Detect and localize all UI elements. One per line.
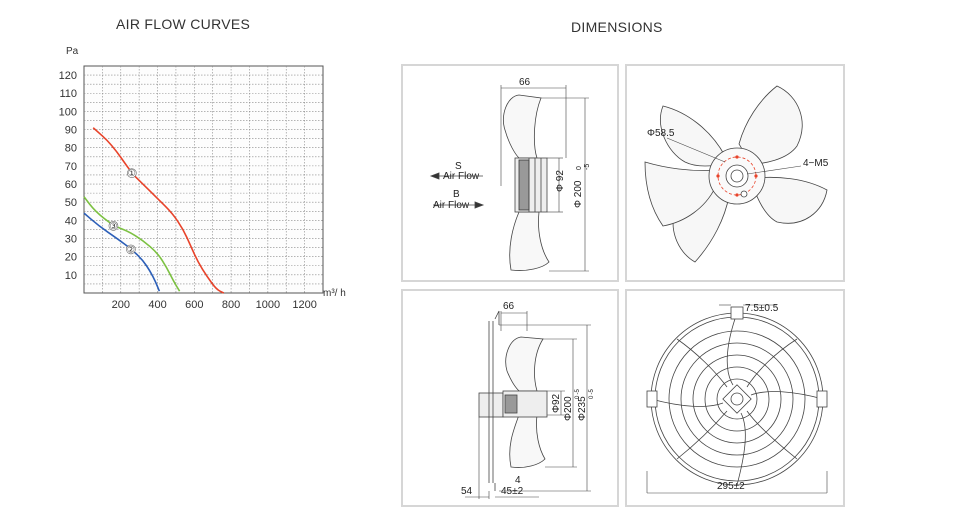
b-airflow-label: Air Flow bbox=[433, 200, 470, 211]
series-label-2: ② bbox=[127, 244, 135, 254]
dimensions-title: DIMENSIONS bbox=[571, 19, 663, 35]
gap-label: 45±2 bbox=[501, 486, 524, 497]
y-tick-label: 120 bbox=[59, 70, 77, 82]
x-tick-label: 1200 bbox=[292, 299, 316, 311]
y-tick-label: 110 bbox=[59, 88, 77, 100]
guard-outer-tol: 0 -5 bbox=[589, 388, 595, 399]
side-hub-label: Φ 92 bbox=[555, 170, 566, 192]
series-marker-1 bbox=[127, 168, 137, 178]
y-tick-label: 20 bbox=[65, 252, 77, 264]
y-axis-label: Pa bbox=[66, 46, 79, 57]
x-axis-label: m³/ h bbox=[323, 288, 346, 299]
series-label-3: ③ bbox=[109, 221, 117, 231]
series-label-1: ① bbox=[128, 168, 136, 178]
x-tick-label: 400 bbox=[148, 299, 166, 311]
guard-depth-label: 66 bbox=[503, 301, 515, 312]
guard-hub-label: Φ92 bbox=[551, 393, 562, 413]
guard-width-label: 295±2 bbox=[717, 481, 745, 492]
s-airflow-label: Air Flow bbox=[443, 171, 480, 182]
guard-dia-label: Φ200 bbox=[563, 396, 574, 421]
guard-front-panel: 7.5±0.5 295±2 bbox=[625, 289, 845, 507]
y-tick-label: 70 bbox=[65, 161, 77, 173]
plot-area bbox=[83, 65, 324, 294]
chart-ticks: 200 400 600 800 1000 1200 10 20 30 40 50 60 70 80 90 10… bbox=[59, 70, 317, 311]
y-tick-label: 30 bbox=[65, 234, 77, 246]
guard-side-panel: 66 Φ92 Φ200 0 -5 Φ235 0 -5 54 4 45±2 bbox=[401, 289, 619, 507]
x-tick-label: 800 bbox=[222, 299, 240, 311]
y-tick-label: 10 bbox=[65, 270, 77, 282]
x-tick-label: 200 bbox=[112, 299, 130, 311]
side-dia-tol-up: 0 bbox=[576, 166, 583, 170]
motor-length-label: 54 bbox=[461, 486, 473, 497]
y-tick-label: 50 bbox=[65, 197, 77, 209]
y-tick-label: 80 bbox=[65, 143, 77, 155]
b-label: B bbox=[453, 189, 460, 200]
guard-side-drawing bbox=[465, 310, 591, 499]
y-tick-label: 60 bbox=[65, 179, 77, 191]
s-label: S bbox=[455, 161, 462, 172]
airflow-curves-title: AIR FLOW CURVES bbox=[116, 16, 251, 32]
series-line-1 bbox=[92, 127, 225, 294]
side-dia-tol-down: -5 bbox=[584, 164, 591, 170]
side-view-drawing bbox=[429, 85, 589, 272]
bore-label: Φ58.5 bbox=[647, 128, 675, 139]
frame-thk-label: 4 bbox=[515, 475, 521, 486]
side-view-panel: 66 Φ 92 Φ 200 0 -5 S Air Flow B Air Flow bbox=[401, 64, 619, 282]
side-depth-label: 66 bbox=[519, 77, 531, 88]
front-view-drawing bbox=[644, 85, 828, 263]
front-view-panel: Φ58.5 4−M5 bbox=[625, 64, 845, 282]
airflow-chart: 200 400 600 800 1000 1200 10 20 30 40 50 60 70 80 90 10… bbox=[59, 46, 346, 311]
series-line-3 bbox=[83, 196, 181, 292]
chart-grid bbox=[84, 66, 323, 293]
x-tick-label: 600 bbox=[185, 299, 203, 311]
x-tick-label: 1000 bbox=[256, 299, 280, 311]
y-tick-label: 90 bbox=[65, 125, 77, 137]
rod-spec-label: 7.5±0.5 bbox=[745, 303, 779, 314]
y-tick-label: 40 bbox=[65, 215, 77, 227]
guard-dia-tol: 0 -5 bbox=[575, 388, 581, 399]
y-tick-label: 100 bbox=[59, 106, 77, 118]
side-dia-label: Φ 200 bbox=[573, 180, 584, 208]
series-marker-3 bbox=[108, 221, 119, 231]
chart-series: ① ② ③ bbox=[83, 127, 225, 294]
holes-label: 4−M5 bbox=[803, 158, 829, 169]
guard-front-drawing bbox=[646, 304, 828, 494]
series-marker-2 bbox=[126, 244, 136, 255]
guard-outer-label: Φ235 bbox=[577, 396, 588, 421]
